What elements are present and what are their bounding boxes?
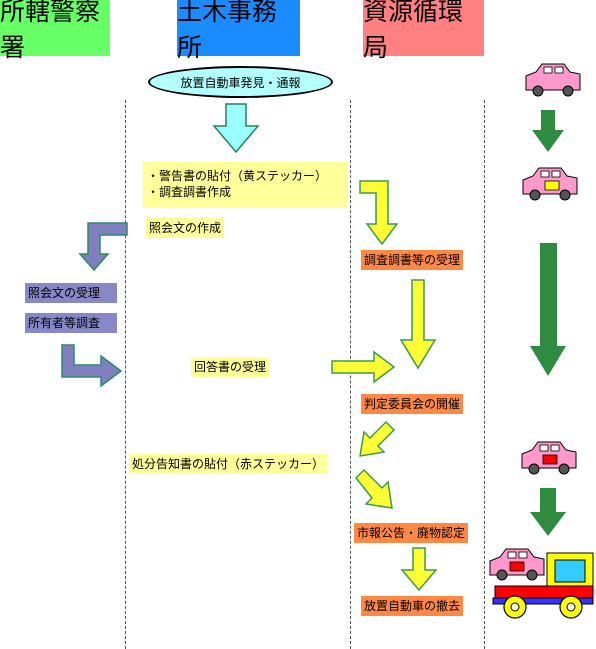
header-police: 所轄警察署	[0, 0, 110, 62]
warning-line-1: ・警告書の貼付（黄ステッカー）	[147, 169, 328, 183]
removal-box: 放置自動車の撤去	[361, 596, 464, 616]
lane-divider-3	[484, 100, 485, 649]
owner-survey-box: 所有者等調査	[25, 313, 117, 333]
lane-divider-2	[350, 100, 351, 649]
arrow-icon	[399, 279, 437, 370]
arrow-icon	[400, 547, 438, 592]
survey-receipt-box: 調査調書等の受理	[361, 250, 464, 270]
arrow-icon	[532, 110, 564, 152]
header-civil-engineering: 土木事務所	[177, 0, 300, 62]
lane-divider-1	[125, 100, 126, 649]
warning-line-2: ・調査調書作成	[147, 185, 232, 199]
inquiry-create-box: 照会文の作成	[146, 218, 225, 238]
start-oval: 放置自動車発見・通報	[148, 66, 333, 98]
car-icon	[489, 548, 545, 581]
start-label: 放置自動車発見・通報	[180, 75, 301, 90]
warning-box: ・警告書の貼付（黄ステッカー） ・調査調書作成	[143, 162, 347, 208]
header-resource-circulation: 資源循環局	[363, 0, 484, 62]
arrow-icon	[359, 420, 396, 457]
arrow-icon	[354, 468, 393, 509]
inquiry-receipt-box: 照会文の受理	[25, 283, 117, 303]
arrow-icon	[61, 344, 123, 388]
car-icon	[525, 63, 581, 97]
committee-box: 判定委員会の開催	[361, 394, 464, 414]
arrow-icon	[331, 350, 396, 384]
car-icon	[522, 167, 578, 201]
disposal-notice-box: 処分告知書の貼付（赤ステッカー）	[129, 454, 328, 474]
arrow-icon	[530, 488, 566, 536]
arrow-icon	[78, 222, 128, 272]
arrow-icon	[530, 243, 566, 376]
arrow-icon	[359, 180, 399, 246]
tow-truck-icon	[492, 552, 594, 619]
car-icon	[521, 441, 577, 475]
answer-receipt-box: 回答書の受理	[191, 357, 270, 377]
public-notice-box: 市報公告・廃物認定	[354, 523, 469, 543]
start-arrow-icon	[212, 103, 260, 154]
